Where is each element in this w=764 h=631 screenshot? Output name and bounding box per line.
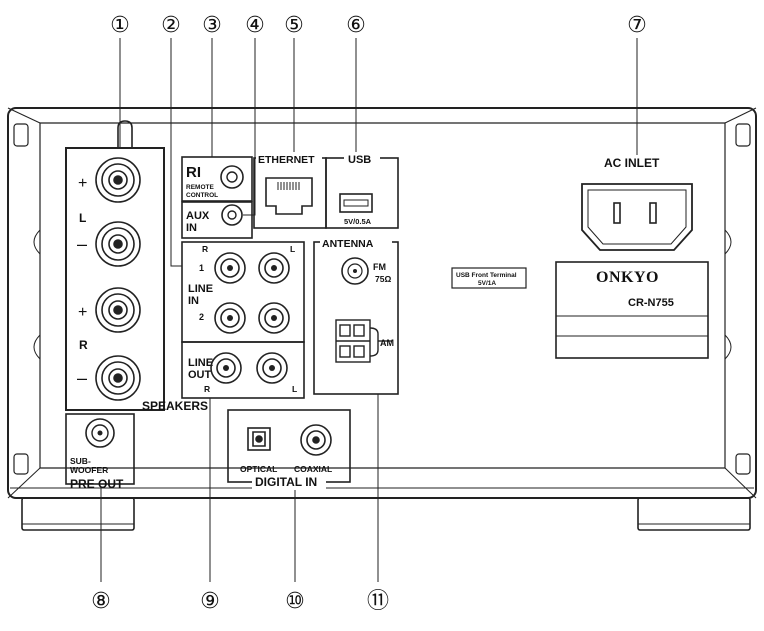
optical-jack[interactable]: [247, 427, 271, 451]
speaker-right-label: R: [79, 338, 88, 352]
subwoofer-label-2: WOOFER: [70, 465, 108, 475]
aux-label-1: AUX: [186, 210, 210, 222]
ethernet-block: ETHERNET: [253, 152, 327, 229]
usb-block: USB 5V/0.5A: [325, 152, 399, 229]
speaker-plus-left: +: [78, 175, 87, 192]
ethernet-label: ETHERNET: [258, 154, 315, 166]
fm-label: FM: [373, 262, 386, 272]
line-in-label-1: LINE: [188, 283, 213, 295]
antenna-label: ANTENNA: [322, 238, 374, 250]
aux-jack[interactable]: [221, 204, 243, 226]
ri-logo: RI: [186, 164, 201, 181]
line-in-r: R: [202, 244, 208, 254]
coaxial-label: COAXIAL: [294, 464, 332, 474]
line-in-row-1: 1: [199, 263, 204, 273]
fm-ohm-label: 75Ω: [375, 274, 391, 284]
callout-11: ⑪: [367, 588, 389, 613]
digital-in-label: DIGITAL IN: [255, 475, 317, 489]
subwoofer-pre-out: SUB- WOOFER PRE OUT: [65, 413, 135, 491]
line-out-l: L: [292, 384, 297, 394]
callout-7: ⑦: [627, 12, 647, 37]
brand-logo: ONKYO: [596, 269, 659, 286]
line-out-label-2: OUT: [188, 369, 212, 381]
ac-inlet-socket[interactable]: [581, 183, 693, 251]
model-label-plate: ONKYO CR-N755: [555, 261, 709, 359]
usb-front-note: USB Front Terminal 5V/1A: [451, 267, 527, 289]
callout-1: ①: [110, 12, 130, 37]
model-number: CR-N755: [628, 297, 674, 309]
speaker-minus-right: –: [77, 368, 87, 388]
callouts-bottom: ⑧ ⑨ ⑩ ⑪: [91, 588, 389, 613]
callout-6: ⑥: [346, 12, 366, 37]
antenna-block: ANTENNA FM 75Ω AM: [313, 236, 399, 395]
aux-label-2: IN: [186, 222, 197, 234]
line-out-label-1: LINE: [188, 357, 213, 369]
callout-5: ⑤: [284, 12, 304, 37]
pre-out-label: PRE OUT: [70, 477, 124, 491]
line-in-row-2: 2: [199, 312, 204, 322]
line-out-r: R: [204, 384, 210, 394]
digital-in-block: OPTICAL COAXIAL DIGITAL IN: [227, 409, 351, 489]
chassis: [7, 107, 757, 499]
callout-8: ⑧: [91, 588, 111, 613]
callout-2: ②: [161, 12, 181, 37]
ri-remote-block: RI REMOTE CONTROL: [181, 156, 253, 202]
callouts-top: ① ② ③ ④ ⑤ ⑥ ⑦: [110, 12, 647, 37]
coaxial-jack[interactable]: [300, 424, 332, 456]
am-antenna-terminal[interactable]: [335, 319, 392, 363]
usb-port[interactable]: [339, 193, 373, 213]
optical-label: OPTICAL: [240, 464, 277, 474]
callout-3: ③: [202, 12, 222, 37]
speaker-minus-left: –: [77, 234, 87, 254]
speaker-terminals[interactable]: [95, 157, 141, 401]
speaker-plus-right: +: [78, 304, 87, 321]
callout-9: ⑨: [200, 588, 220, 613]
aux-in-block: AUX IN: [181, 201, 253, 239]
rca-jacks[interactable]: [210, 252, 290, 384]
am-label: AM: [380, 338, 394, 348]
usb-front-label-2: 5V/1A: [478, 280, 496, 287]
line-in-l: L: [290, 244, 295, 254]
remote-control-label-2: CONTROL: [186, 192, 218, 199]
remote-control-label-1: REMOTE: [186, 184, 214, 191]
speakers-label: SPEAKERS: [142, 399, 208, 413]
line-in-label-2: IN: [188, 295, 199, 307]
ri-jack[interactable]: [220, 165, 244, 189]
line-in-block: R L 1 2 LINE IN: [181, 241, 305, 343]
usb-rating: 5V/0.5A: [344, 217, 372, 226]
callout-10: ⑩: [285, 588, 305, 613]
speaker-left-label: L: [79, 211, 86, 225]
usb-label: USB: [348, 154, 371, 166]
subwoofer-jack[interactable]: [85, 418, 115, 448]
feet: [21, 497, 751, 531]
usb-front-label-1: USB Front Terminal: [456, 272, 517, 279]
line-out-block: LINE OUT R L: [181, 341, 305, 399]
ac-inlet-label: AC INLET: [604, 156, 660, 170]
subwoofer-label-1: SUB-: [70, 456, 91, 466]
fm-antenna-jack[interactable]: [341, 257, 369, 285]
ac-inlet-block: AC INLET: [581, 156, 693, 251]
callout-4: ④: [245, 12, 265, 37]
speaker-terminal-block: + L – + R – SPEAKERS: [65, 120, 208, 413]
leader-lines: [100, 38, 638, 582]
ethernet-port[interactable]: [265, 177, 313, 215]
